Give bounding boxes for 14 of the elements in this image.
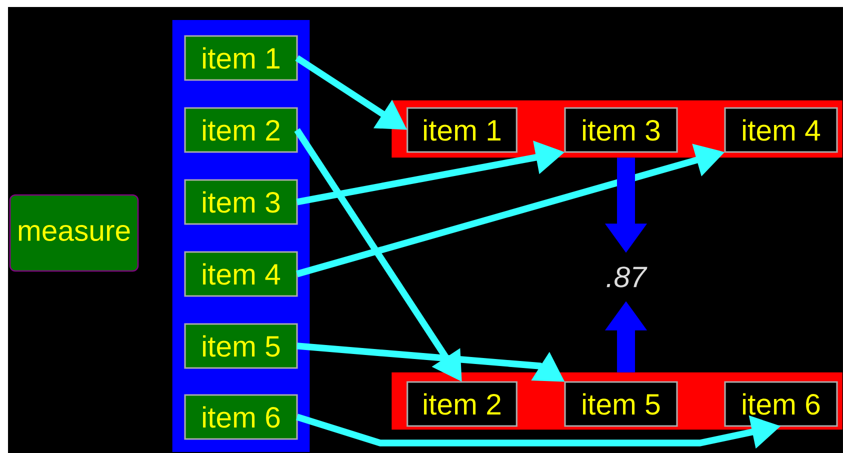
item-box: item 6 bbox=[184, 394, 298, 440]
item-box: item 1 bbox=[184, 35, 298, 81]
rounded-box: measure bbox=[9, 194, 139, 272]
item-box: item 2 bbox=[406, 381, 518, 427]
item-box: item 2 bbox=[184, 107, 298, 153]
item-box: item 1 bbox=[406, 107, 518, 153]
item-box: item 4 bbox=[184, 251, 298, 297]
value-label: .87 bbox=[606, 266, 648, 288]
item-box: item 5 bbox=[184, 323, 298, 369]
item-box: item 4 bbox=[724, 107, 838, 153]
item-box: item 3 bbox=[184, 179, 298, 225]
item-box: item 5 bbox=[564, 381, 678, 427]
item-box: item 6 bbox=[724, 381, 838, 427]
item-box: item 3 bbox=[564, 107, 678, 153]
